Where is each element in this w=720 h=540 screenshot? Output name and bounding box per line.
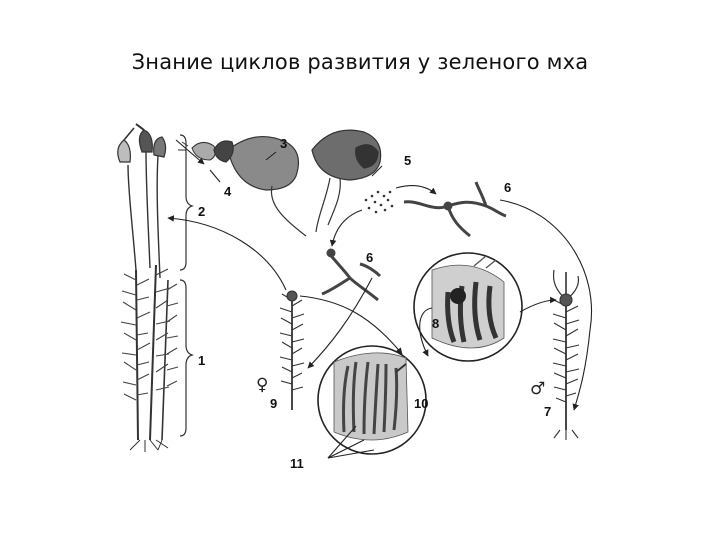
slide-title: Знание циклов развития у зеленого мха	[131, 50, 589, 74]
label-7: 7	[544, 404, 551, 419]
brace-2	[179, 134, 194, 271]
archegonia-magnified	[317, 345, 427, 455]
label-8: 8	[432, 316, 439, 331]
male-gametophyte-with-sporophyte	[552, 269, 580, 440]
female-symbol: ♀	[256, 375, 268, 395]
label-1: 1	[198, 353, 205, 368]
label-9: 9	[270, 396, 277, 411]
label-4: 4	[224, 184, 232, 199]
protonema-lower	[321, 248, 382, 302]
label-5: 5	[404, 153, 411, 168]
brace-1	[179, 279, 194, 437]
antheridia-magnified	[413, 252, 523, 362]
label-11: 11	[290, 456, 304, 471]
capsule-3	[213, 136, 307, 237]
label-3: 3	[280, 136, 287, 151]
label-6-upper: 6	[504, 180, 511, 195]
male-symbol: ♂	[530, 379, 545, 399]
cycle-arrows	[167, 139, 592, 459]
capsule-5	[311, 129, 382, 233]
spores	[364, 190, 394, 214]
adult-moss-plant	[117, 123, 179, 452]
label-6-lower: 6	[366, 250, 373, 265]
protonema-upper	[403, 181, 507, 238]
label-2: 2	[198, 204, 205, 219]
female-gametophyte	[279, 290, 305, 410]
label-10: 10	[414, 396, 428, 411]
